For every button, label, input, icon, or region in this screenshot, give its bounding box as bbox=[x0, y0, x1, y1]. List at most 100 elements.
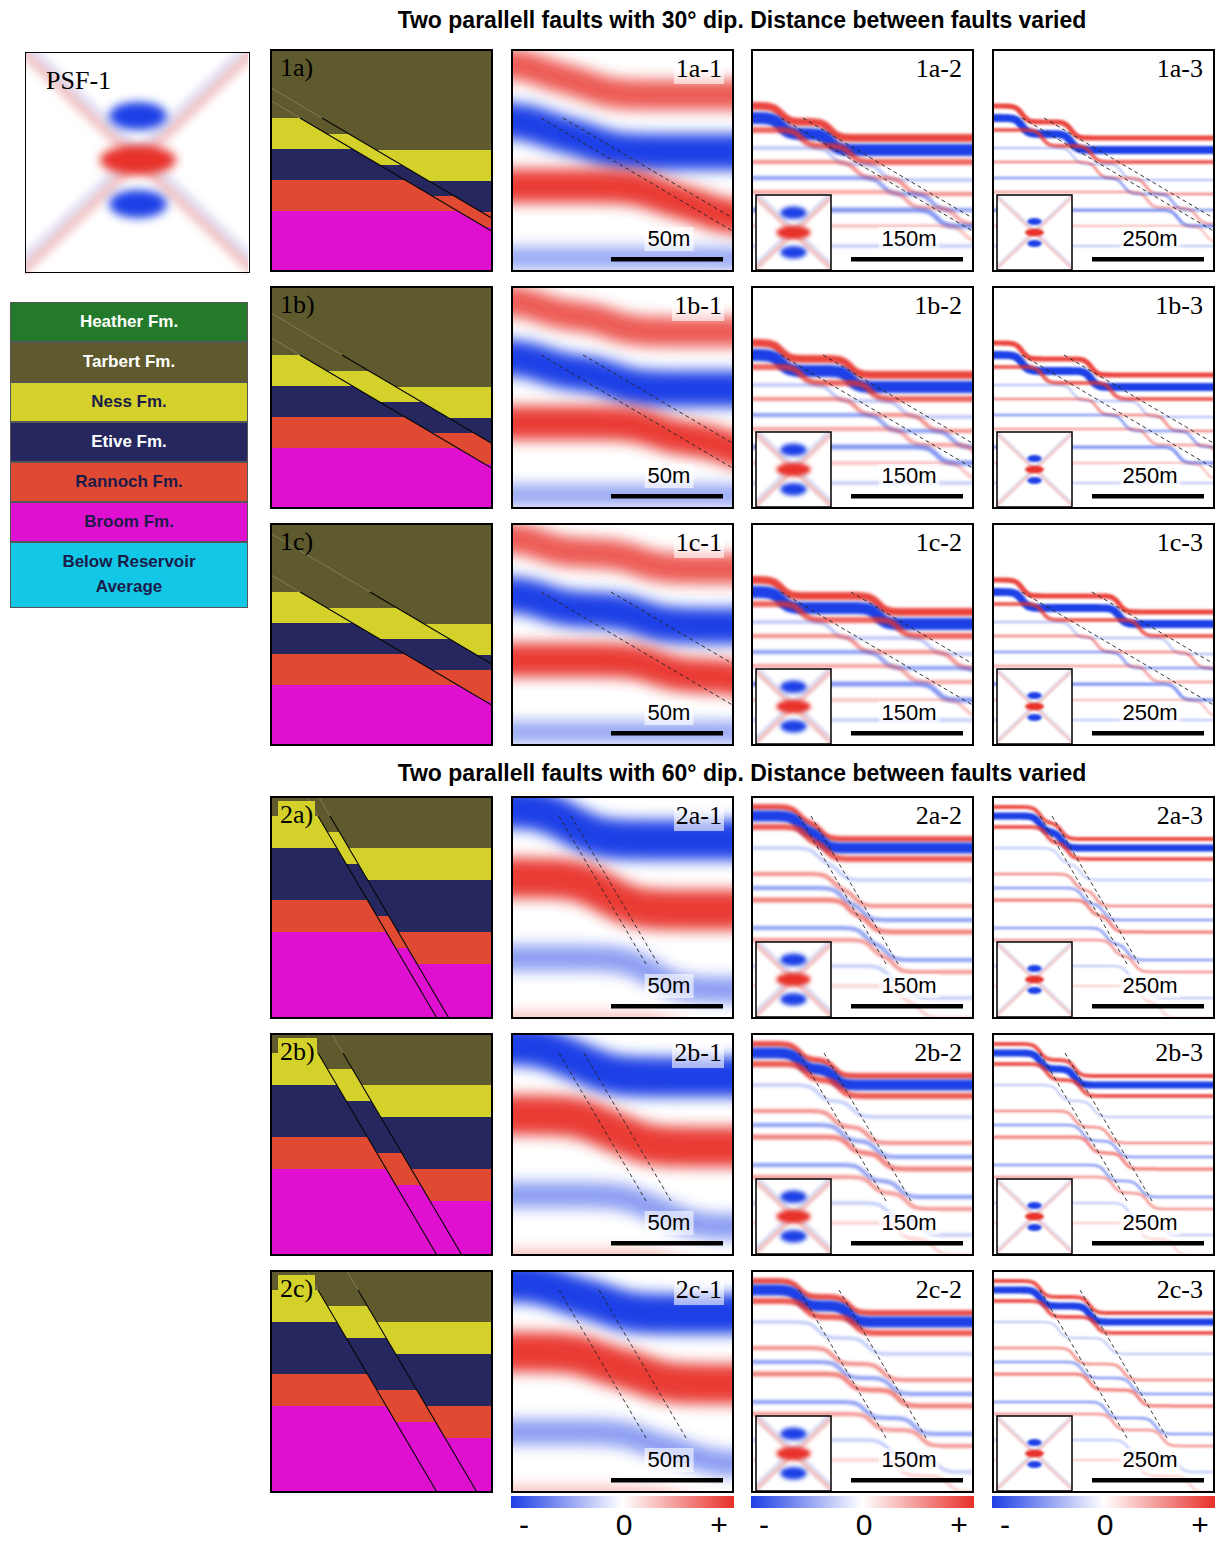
seismic-reflector bbox=[511, 120, 734, 152]
psf-pattern bbox=[997, 669, 1072, 744]
psf-inset bbox=[992, 190, 1077, 273]
psf-inset bbox=[997, 942, 1072, 1017]
psf-pattern bbox=[997, 1179, 1072, 1254]
scale-bar bbox=[851, 494, 963, 499]
seis-art bbox=[952, 286, 1217, 510]
seis-art bbox=[952, 796, 1217, 1020]
psf-inset bbox=[997, 669, 1072, 744]
scale-bar bbox=[611, 1241, 723, 1246]
seismic-panel: 2a-3250m bbox=[992, 796, 1215, 1019]
legend-item: Rannoch Fm. bbox=[10, 462, 248, 502]
fault-block bbox=[270, 1438, 493, 1493]
fault-trace bbox=[541, 592, 734, 746]
fault-block bbox=[270, 448, 493, 509]
psf-pattern bbox=[776, 1447, 810, 1461]
psf-inset bbox=[756, 1179, 831, 1254]
seismic-reflector bbox=[511, 186, 734, 218]
seismic-panel: 1b-2150m bbox=[751, 286, 974, 509]
seismic-reflector bbox=[511, 958, 734, 990]
psf-inset bbox=[997, 1179, 1072, 1254]
psf-pattern bbox=[1027, 218, 1042, 225]
scale-label: 250m bbox=[1119, 1211, 1180, 1235]
psf-pattern bbox=[756, 432, 831, 507]
scale-label: 250m bbox=[1119, 464, 1180, 488]
psf-inset bbox=[997, 1416, 1072, 1491]
colorbar-tick: - bbox=[759, 1508, 769, 1541]
fault-block bbox=[270, 1406, 493, 1439]
psf-pattern bbox=[1027, 692, 1042, 699]
seismic-reflector bbox=[511, 1195, 734, 1227]
psf-pattern bbox=[997, 195, 1072, 270]
psf-inset bbox=[717, 1139, 870, 1289]
seismic-panel: 2c-150m bbox=[511, 1270, 734, 1493]
psf-pattern bbox=[780, 720, 806, 733]
seis-art bbox=[471, 1033, 773, 1290]
seismic-panel: 1a-2150m bbox=[751, 49, 974, 272]
fault-block bbox=[270, 49, 493, 272]
scale-label: 250m bbox=[1119, 227, 1180, 251]
psf-inset bbox=[756, 669, 831, 744]
scale-bar bbox=[1092, 731, 1204, 736]
fault-block bbox=[270, 1201, 493, 1256]
psf-pattern bbox=[756, 1416, 831, 1491]
fault-line bbox=[342, 355, 493, 509]
fault-trace bbox=[851, 592, 974, 746]
psf-inset bbox=[756, 1179, 831, 1254]
psf-pattern bbox=[756, 942, 831, 1017]
scale-bar bbox=[1092, 1241, 1204, 1246]
fault-block bbox=[270, 1085, 493, 1118]
psf-pattern bbox=[780, 1467, 806, 1480]
psf-pattern bbox=[997, 195, 1072, 270]
fault-trace bbox=[1092, 592, 1215, 746]
colorbar-tick: 0 bbox=[616, 1508, 633, 1541]
geology-panel: 2c) bbox=[270, 1270, 493, 1493]
psf-inset bbox=[992, 1174, 1077, 1257]
fault-trace bbox=[541, 355, 734, 509]
legend-label: Below Reservoir Average bbox=[39, 550, 219, 599]
panel-label: 2a-1 bbox=[674, 802, 724, 831]
scale-bar bbox=[851, 257, 963, 262]
psf-pattern bbox=[997, 195, 1072, 270]
fault-trace bbox=[584, 1053, 671, 1201]
geo-art bbox=[265, 1260, 498, 1504]
legend-item: Tarbert Fm. bbox=[10, 342, 248, 382]
seismic-reflector bbox=[751, 604, 974, 636]
seismic-reflector bbox=[511, 732, 734, 738]
scale-bar bbox=[611, 1478, 723, 1483]
fault-line bbox=[300, 118, 493, 272]
panel-label: 2b) bbox=[278, 1038, 317, 1067]
psf-pattern bbox=[1025, 703, 1044, 711]
fault-trace bbox=[559, 1290, 646, 1438]
seis-art bbox=[471, 796, 773, 1053]
fault-trace bbox=[563, 118, 734, 272]
psf-pattern bbox=[1027, 477, 1042, 484]
seis-art bbox=[952, 1033, 1217, 1257]
fault-block bbox=[270, 523, 493, 746]
fault-block bbox=[270, 1270, 493, 1493]
psf-pattern bbox=[1025, 1213, 1044, 1221]
fault-trace bbox=[583, 355, 734, 509]
seis-art bbox=[992, 1270, 1215, 1493]
panel-label: 1b-1 bbox=[672, 292, 724, 321]
colorbar-tick: - bbox=[519, 1508, 529, 1541]
fault-block bbox=[270, 480, 493, 509]
fault-block bbox=[270, 49, 493, 272]
psf-inset bbox=[717, 629, 870, 779]
legend-swatch bbox=[10, 542, 248, 608]
fault-trace bbox=[559, 1053, 646, 1201]
seismic-reflector bbox=[992, 827, 1215, 859]
scale-bar bbox=[611, 1004, 723, 1009]
psf-pattern bbox=[780, 1427, 806, 1440]
psf-art bbox=[25, 52, 248, 275]
psf-pattern bbox=[1027, 1439, 1042, 1446]
psf-inset bbox=[756, 1416, 831, 1491]
scale-label: 50m bbox=[645, 701, 694, 725]
seismic-panel: 1c-2150m bbox=[751, 523, 974, 746]
geo-art bbox=[270, 49, 493, 272]
colorbar-tick: + bbox=[710, 1508, 728, 1541]
scale-bar bbox=[851, 1004, 963, 1009]
fault-trace bbox=[839, 1290, 926, 1438]
seis-art bbox=[471, 1270, 773, 1527]
scale-bar bbox=[611, 731, 723, 736]
psf-pattern bbox=[997, 1416, 1072, 1491]
